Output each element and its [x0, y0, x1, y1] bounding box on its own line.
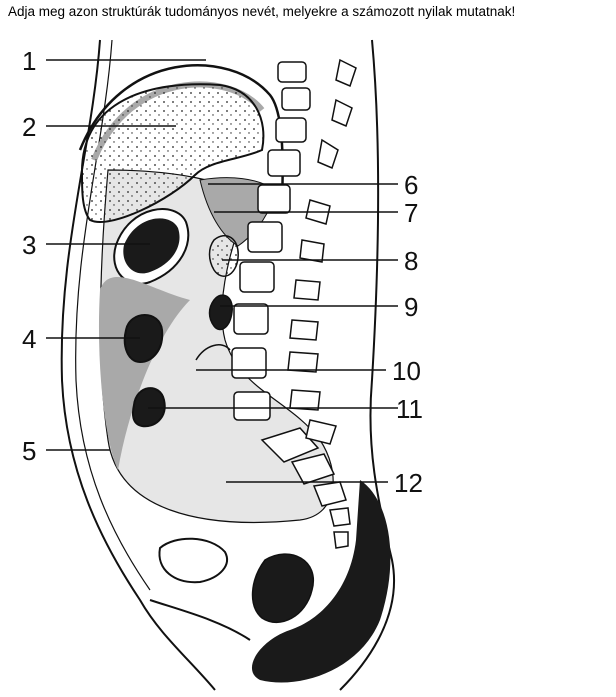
vertebral-column [231, 61, 351, 549]
greater-omentum [98, 277, 190, 470]
label-1: 1 [22, 46, 36, 76]
leader-lines [46, 59, 398, 483]
label-4: 4 [22, 324, 36, 354]
rectum [251, 553, 315, 624]
mesentery [195, 344, 231, 361]
label-6: 6 [404, 170, 418, 200]
question-text: Adja meg azon struktúrák tudományos nevé… [8, 4, 516, 19]
pancreas [208, 235, 239, 277]
label-8: 8 [404, 246, 418, 276]
transverse-colon [123, 314, 164, 364]
label-11: 11 [396, 394, 423, 424]
bladder [158, 537, 228, 584]
label-5: 5 [22, 436, 36, 466]
small-intestine-loop [132, 387, 166, 428]
label-10: 10 [392, 356, 421, 386]
gluteal-region [251, 480, 391, 683]
label-7: 7 [404, 198, 418, 228]
liver [80, 83, 265, 223]
label-9: 9 [404, 292, 418, 322]
pelvic-floor [149, 599, 251, 641]
stomach-wall [123, 218, 180, 274]
diaphragm [78, 64, 284, 201]
label-12: 12 [394, 468, 423, 498]
back-outline [339, 39, 395, 691]
duodenum [208, 294, 233, 331]
label-3: 3 [22, 230, 36, 260]
label-2: 2 [22, 112, 36, 142]
